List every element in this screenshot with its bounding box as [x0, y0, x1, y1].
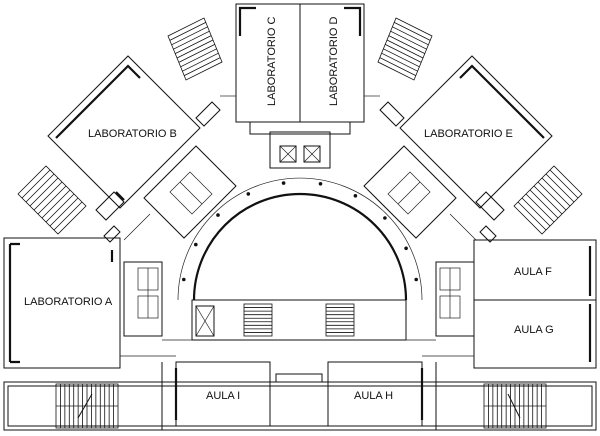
laboratorio-a-label: LABORATORIO A	[24, 296, 113, 308]
stair-tread	[381, 52, 418, 72]
stair-tread	[184, 57, 221, 76]
stair-tread	[549, 169, 579, 199]
stair-tread	[169, 22, 206, 41]
stair-tread	[176, 39, 214, 59]
aula-i-label: AULA I	[206, 390, 240, 402]
stair-tread	[21, 169, 51, 199]
aula-i-room: AULA I	[174, 361, 271, 427]
stair-tread	[173, 30, 210, 50]
stair-tread	[29, 177, 59, 207]
stair-tread	[53, 201, 83, 231]
right-diagonal-core	[363, 101, 505, 243]
aula-f-label: AULA F	[514, 266, 552, 278]
stair-tread	[529, 189, 559, 219]
stair-tread	[171, 26, 208, 46]
aula-f-room: AULA F	[473, 239, 597, 301]
aula-g-room: AULA G	[473, 299, 597, 369]
stair-tread	[388, 35, 425, 54]
stair-tread	[525, 193, 555, 223]
column-dot	[281, 181, 286, 185]
stair-tread	[521, 197, 551, 227]
stair-tread	[386, 39, 424, 59]
stair-tread	[541, 177, 571, 207]
stair-tread	[45, 193, 75, 223]
entrance-door	[275, 373, 323, 383]
stair-tread	[385, 44, 422, 63]
stair-bottom-left	[55, 383, 119, 429]
elevator-core	[249, 121, 351, 169]
stair-tread	[37, 185, 67, 215]
stair-top-left	[167, 17, 223, 81]
laboratorio-c-room: LABORATORIO C	[235, 3, 301, 123]
stair-tread	[175, 35, 212, 54]
column-dot	[383, 216, 387, 220]
column-dot	[246, 192, 251, 196]
laboratorio-e-label: LABORATORIO E	[424, 128, 513, 140]
stair-bottom-right	[483, 383, 547, 429]
laboratorio-c-label: LABORATORIO C	[266, 16, 278, 106]
laboratorio-b-label: LABORATORIO B	[88, 128, 177, 140]
right-service-core	[435, 261, 475, 337]
stair-upper-left	[17, 165, 87, 235]
stair-hall-right	[325, 303, 355, 337]
stair-tread	[379, 57, 416, 76]
stair-tread	[178, 44, 215, 63]
aula-h-room: AULA H	[327, 361, 424, 427]
stair-tread	[392, 26, 429, 46]
column-dot	[216, 213, 220, 217]
laboratorio-d-label: LABORATORIO D	[328, 16, 340, 106]
column-dot	[353, 194, 358, 198]
column-dot	[404, 246, 408, 251]
stair-tread	[33, 181, 63, 211]
corridors	[120, 95, 477, 357]
bottom-wing	[3, 362, 597, 431]
laboratorio-e-room: LABORATORIO E	[399, 55, 553, 209]
laboratorio-b-room: LABORATORIO B	[47, 55, 201, 209]
stair-tread	[383, 48, 420, 68]
stair-tread	[25, 173, 55, 203]
laboratorio-d-room: LABORATORIO D	[299, 3, 365, 123]
left-diagonal-core	[95, 101, 237, 243]
stair-tread	[182, 52, 219, 72]
stair-tread	[545, 173, 575, 203]
column-dot	[414, 277, 419, 282]
stair-top-right	[377, 17, 433, 81]
stair-tread	[533, 185, 563, 215]
column-dot	[194, 242, 198, 247]
stair-tread	[394, 22, 431, 41]
stair-tread	[180, 48, 217, 68]
aula-h-label: AULA H	[354, 390, 393, 402]
stair-tread	[41, 189, 71, 219]
stair-tread	[537, 181, 567, 211]
stair-tread	[390, 30, 427, 50]
central-hall	[177, 177, 423, 341]
stair-tread	[517, 201, 547, 231]
stair-hall-left	[243, 303, 273, 337]
column-dot	[318, 182, 323, 186]
stair-tread	[49, 197, 79, 227]
stair-upper-right	[513, 165, 583, 235]
aula-g-label: AULA G	[514, 324, 554, 336]
column-dot	[182, 277, 186, 282]
laboratorio-a-room: LABORATORIO A	[3, 237, 163, 369]
